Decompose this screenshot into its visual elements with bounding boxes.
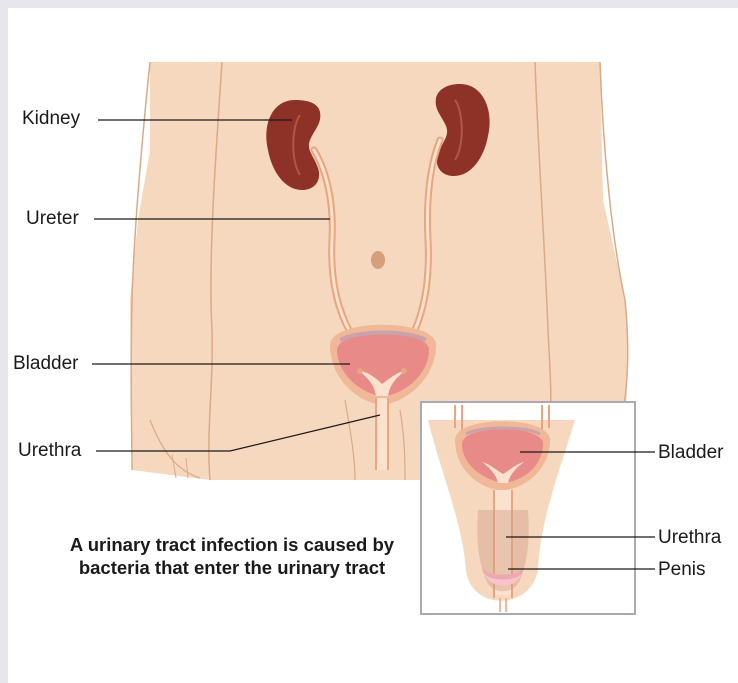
illustration-panel: Kidney Ureter Bladder Urethra Bladder Ur… <box>8 8 738 683</box>
caption-line-1: A urinary tract infection is caused by <box>28 533 436 556</box>
label-bladder: Bladder <box>13 353 79 375</box>
inset-male-anatomy <box>421 402 635 614</box>
label-ureter: Ureter <box>26 208 79 230</box>
caption-line-2: bacteria that enter the urinary tract <box>28 556 436 579</box>
caption: A urinary tract infection is caused by b… <box>28 533 436 579</box>
inset-label-bladder: Bladder <box>658 442 724 464</box>
inset-label-urethra: Urethra <box>658 527 721 549</box>
inset-label-penis: Penis <box>658 559 706 581</box>
urinary-tract-illustration <box>8 8 738 683</box>
urethra <box>376 398 388 470</box>
label-urethra: Urethra <box>18 440 81 462</box>
label-kidney: Kidney <box>22 108 80 130</box>
